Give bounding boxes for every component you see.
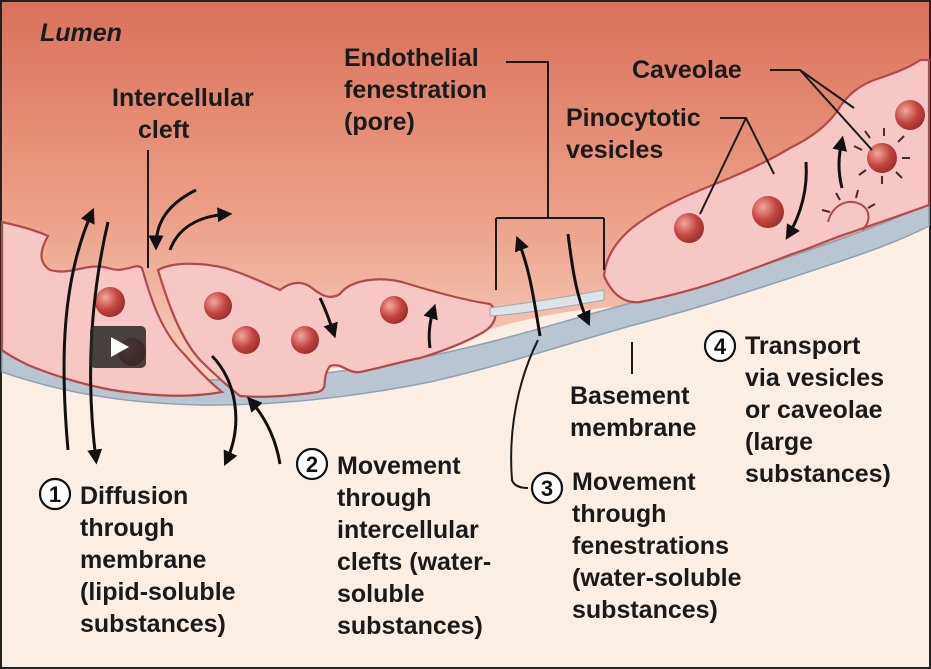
route-1-text: substances)	[80, 610, 226, 638]
arrow-cell-small	[423, 303, 438, 349]
play-button[interactable]	[90, 326, 146, 368]
vesicle	[752, 196, 784, 228]
route-3-number-badge	[530, 471, 564, 505]
route-1-number: 1	[49, 482, 61, 507]
intercellular-cleft-label: Intercellular	[112, 84, 254, 112]
route-1-text: membrane	[80, 546, 207, 574]
vesicle	[95, 287, 125, 317]
caveolae-label: Caveolae	[632, 56, 742, 84]
route-2-text: soluble	[337, 580, 425, 608]
route-1-number-badge	[38, 477, 72, 511]
leader-caveolae	[770, 69, 873, 151]
caveola-coat	[821, 189, 876, 213]
arrow-route-2-in	[148, 188, 197, 251]
leader-route-3	[510, 339, 539, 489]
caveola-invagination	[827, 201, 870, 231]
fenestration-pore	[489, 289, 605, 317]
vesicle	[232, 326, 260, 354]
route-4-text: Transport	[745, 332, 861, 360]
caveola-coat	[853, 128, 910, 184]
route-3-number: 3	[541, 476, 553, 501]
arrow-route-4-up	[832, 135, 848, 189]
vesicle	[380, 296, 408, 324]
route-3-text: Movement	[572, 468, 696, 496]
route-1-text: through	[80, 514, 174, 542]
basement-membrane-label: Basement	[570, 382, 690, 410]
basement-membrane-label: membrane	[570, 414, 697, 442]
arrow-route-3-up	[514, 235, 542, 337]
pinocytotic-vesicles-label: vesicles	[566, 136, 663, 164]
arrow-route-2-up	[247, 396, 282, 465]
route-3-text: fenestrations	[572, 532, 729, 560]
route-2-number-badge	[295, 447, 329, 481]
route-2-text: substances)	[337, 612, 483, 640]
route-1-text: (lipid-soluble	[80, 578, 236, 606]
arrow-route-3-down	[566, 233, 591, 327]
route-2-text: Movement	[337, 452, 461, 480]
pinocytotic-vesicles-label: Pinocytotic	[566, 104, 701, 132]
route-2-text: intercellular	[337, 516, 479, 544]
arrow-route-2-out	[168, 207, 233, 251]
route-4-text: via vesicles	[745, 364, 884, 392]
route-4-number: 4	[714, 334, 727, 359]
route-3-text: (water-soluble	[572, 564, 742, 592]
route-3-text: through	[572, 500, 666, 528]
route-2-text: through	[337, 484, 431, 512]
arrow-route-4-down	[785, 161, 808, 240]
route-4-text: (large	[745, 428, 813, 456]
arrow-cell-small	[318, 297, 338, 339]
intercellular-cleft-label: cleft	[138, 116, 190, 144]
route-3-text: substances)	[572, 596, 718, 624]
fenestration-label: Endothelial	[344, 44, 479, 72]
lumen-label: Lumen	[40, 19, 122, 47]
route-4-text: substances)	[745, 460, 891, 488]
route-1-text: Diffusion	[80, 482, 188, 510]
caveola-vesicle	[867, 143, 897, 173]
arrow-route-2-down	[210, 354, 238, 467]
arrow-route-1-up	[62, 207, 95, 451]
route-4-text: or caveolae	[745, 396, 883, 424]
vesicle	[291, 326, 319, 354]
vesicle	[895, 100, 925, 130]
leader-fenestration	[495, 61, 605, 290]
leader-pinocytotic-vesicles	[699, 117, 775, 215]
route-2-number: 2	[306, 452, 318, 477]
fenestration-label: fenestration	[344, 76, 487, 104]
route-4-number-badge	[703, 329, 737, 363]
route-2-text: clefts (water-	[337, 548, 491, 576]
fenestration-label: (pore)	[344, 108, 415, 136]
vesicle	[674, 213, 704, 243]
vesicle	[204, 292, 232, 320]
